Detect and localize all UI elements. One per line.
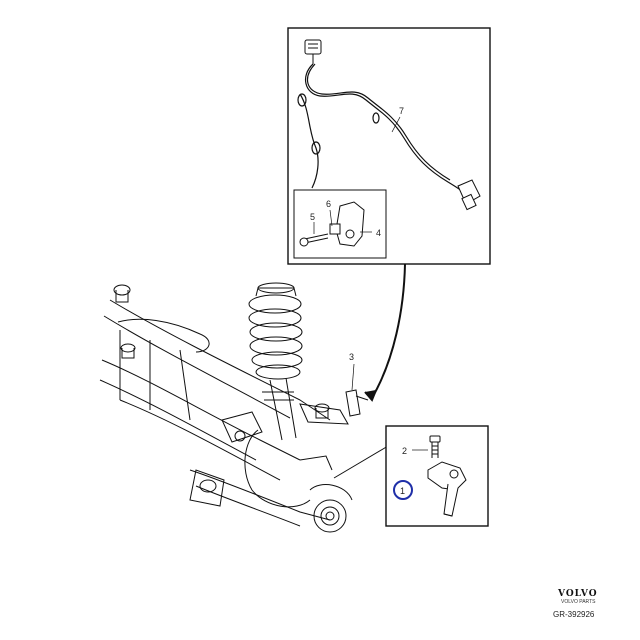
wire-connector-end	[457, 179, 481, 211]
sensor-pointer	[333, 445, 389, 479]
leader-line-7	[391, 116, 401, 133]
callout-6: 6	[326, 199, 331, 209]
wire-connector-top	[304, 39, 322, 64]
subframe-illustration	[99, 282, 353, 533]
sensor-bolt	[429, 435, 441, 458]
brand-subtitle: VOLVO PARTS	[561, 599, 596, 605]
leader-line-3	[351, 363, 355, 391]
brand-logo: VOLVO	[557, 589, 598, 599]
sensor-wire	[297, 63, 469, 197]
callout-1: 1	[400, 486, 405, 496]
sensor-bracket	[345, 389, 369, 417]
callout-7: 7	[399, 106, 404, 116]
callout-2: 2	[402, 446, 407, 456]
callout-4: 4	[376, 228, 381, 238]
callout-3: 3	[349, 352, 354, 362]
wire-detail-panel: 7 5 6 4	[287, 27, 491, 265]
callout-1-highlight	[393, 480, 413, 500]
leader-line-6	[329, 209, 333, 227]
connector-arrow	[364, 263, 406, 402]
abs-sensor	[427, 461, 467, 517]
callout-5: 5	[310, 212, 315, 222]
reference-number: GR-392926	[553, 610, 595, 619]
sensor-detail-panel: 2 1	[385, 425, 489, 527]
bracket-assembly	[299, 201, 365, 247]
coil-spring	[248, 282, 303, 380]
